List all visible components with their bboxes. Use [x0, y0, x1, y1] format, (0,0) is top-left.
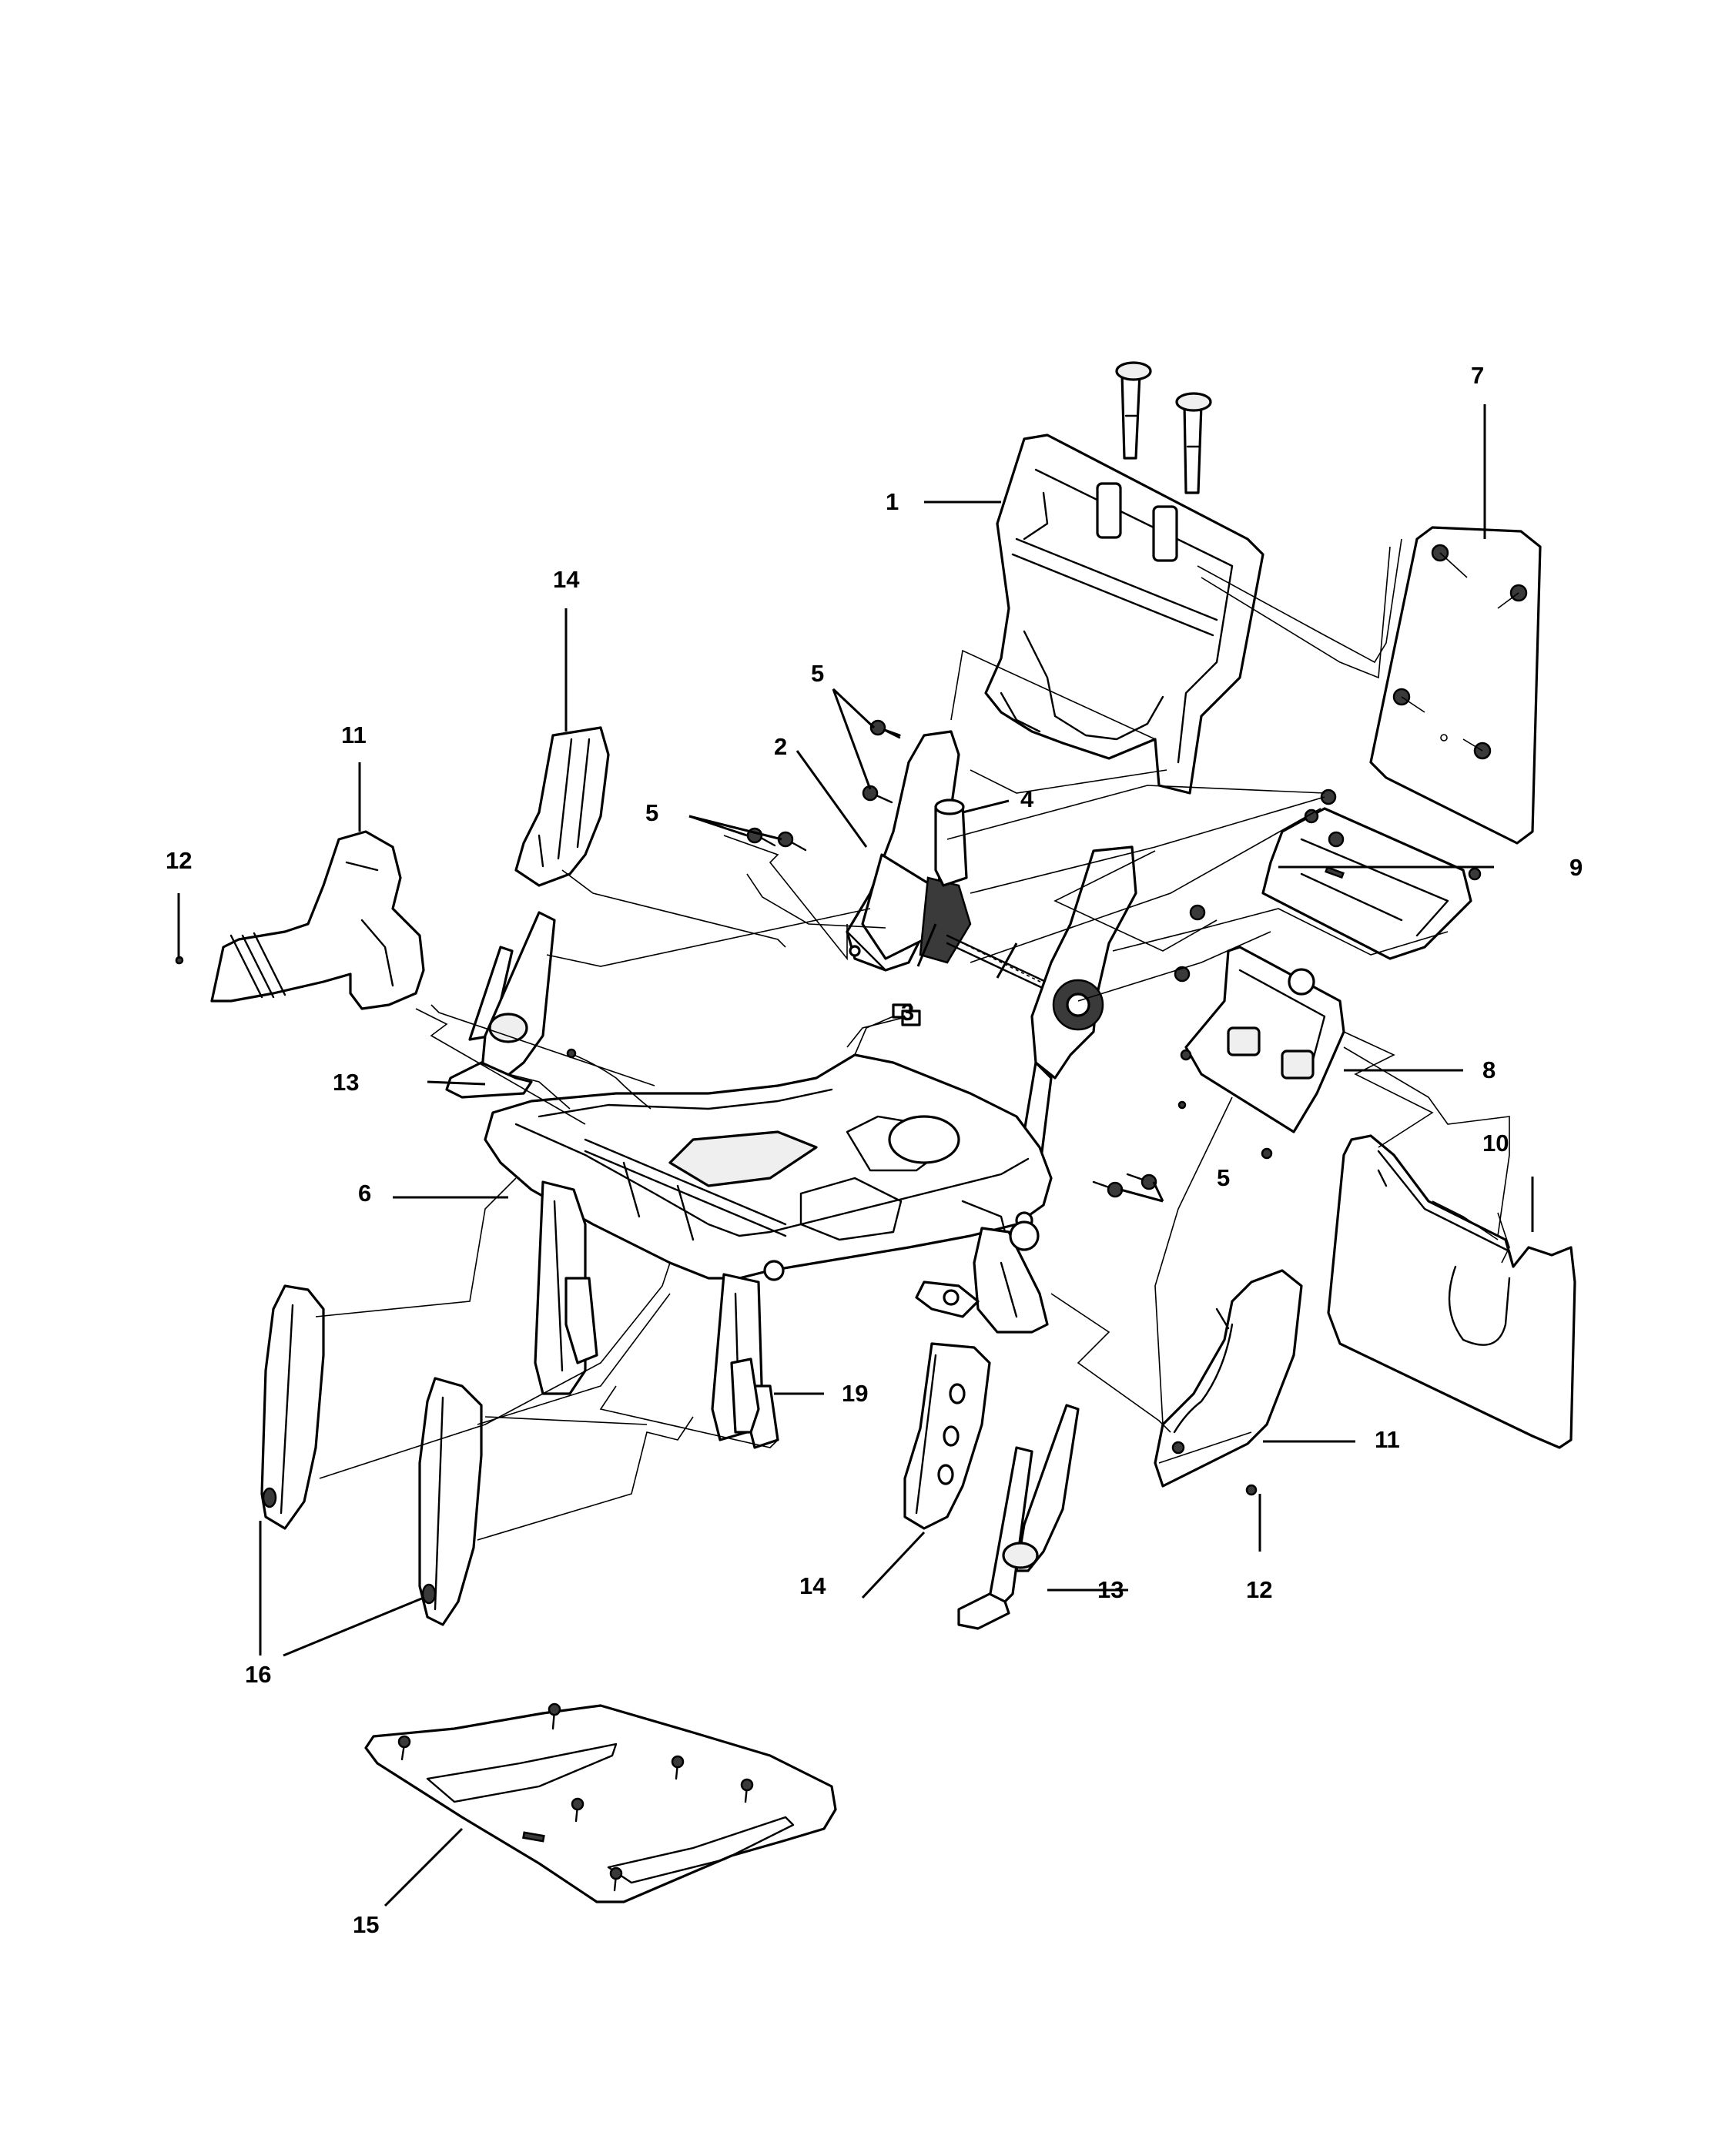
- callout-16: 16: [245, 1661, 271, 1688]
- side-trim-lower-part-14[interactable]: [903, 1342, 991, 1530]
- callout-4: 4: [1020, 785, 1034, 812]
- callout-3: 3: [901, 999, 914, 1026]
- seat-cushion-frame-part-6[interactable]: [484, 1003, 1053, 1281]
- track-cover-left-part-13[interactable]: [445, 911, 556, 1099]
- callout-14-lower: 14: [799, 1572, 826, 1599]
- callout-1: 1: [886, 488, 899, 515]
- recliner-motor-part-4[interactable]: [934, 798, 968, 887]
- callout-2: 2: [774, 733, 787, 760]
- callout-10: 10: [1482, 1130, 1509, 1157]
- seat-latch-right[interactable]: [915, 1220, 1049, 1334]
- back-panel-part-7[interactable]: [1369, 526, 1542, 845]
- assembly-guide-lines: [315, 538, 1510, 1541]
- callout-12-right: 12: [1246, 1576, 1272, 1603]
- callout-19: 19: [842, 1380, 868, 1407]
- side-trim-upper-part-14[interactable]: [514, 726, 610, 887]
- callout-11-right: 11: [1375, 1426, 1400, 1453]
- floor-pan-part-15[interactable]: [364, 1702, 837, 1903]
- leg-cover-part-16[interactable]: [260, 1284, 483, 1626]
- callout-13-left: 13: [333, 1069, 359, 1096]
- callout-5-top: 5: [811, 660, 824, 687]
- callout-leaders: [177, 404, 1534, 1907]
- side-shield-left-part-11[interactable]: [175, 830, 425, 1010]
- callout-15: 15: [353, 1911, 379, 1938]
- back-trim-tray-part-9[interactable]: [1261, 807, 1482, 960]
- track-cover-right-part-13[interactable]: [957, 1404, 1080, 1630]
- connector-part-3[interactable]: [846, 1009, 921, 1048]
- recliner-plate-right[interactable]: [1019, 845, 1137, 1176]
- callout-11-left: 11: [341, 721, 367, 748]
- callout-9: 9: [1569, 854, 1583, 881]
- callout-5-left: 5: [645, 799, 658, 826]
- callout-labels: 1 2 3 4 5 5 5 6 7 8 9 10 11 11 12 12 13 …: [166, 362, 1583, 1938]
- callout-8: 8: [1482, 1056, 1496, 1083]
- side-shield-right-part-11[interactable]: [1154, 1269, 1303, 1488]
- callout-12-left: 12: [166, 847, 192, 874]
- seat-back-frame-part-1[interactable]: [984, 361, 1264, 795]
- callout-7: 7: [1471, 362, 1484, 389]
- callout-5-right: 5: [1217, 1164, 1230, 1191]
- lower-rear-panel-part-10[interactable]: [1327, 1134, 1576, 1449]
- bolts-part-5[interactable]: [746, 719, 1345, 1198]
- bracket-part-19[interactable]: [730, 1358, 760, 1434]
- recliner-cover-part-8[interactable]: [1177, 946, 1345, 1160]
- callout-13-right: 13: [1097, 1576, 1124, 1603]
- callout-6: 6: [358, 1180, 371, 1207]
- callout-14-upper: 14: [553, 566, 580, 593]
